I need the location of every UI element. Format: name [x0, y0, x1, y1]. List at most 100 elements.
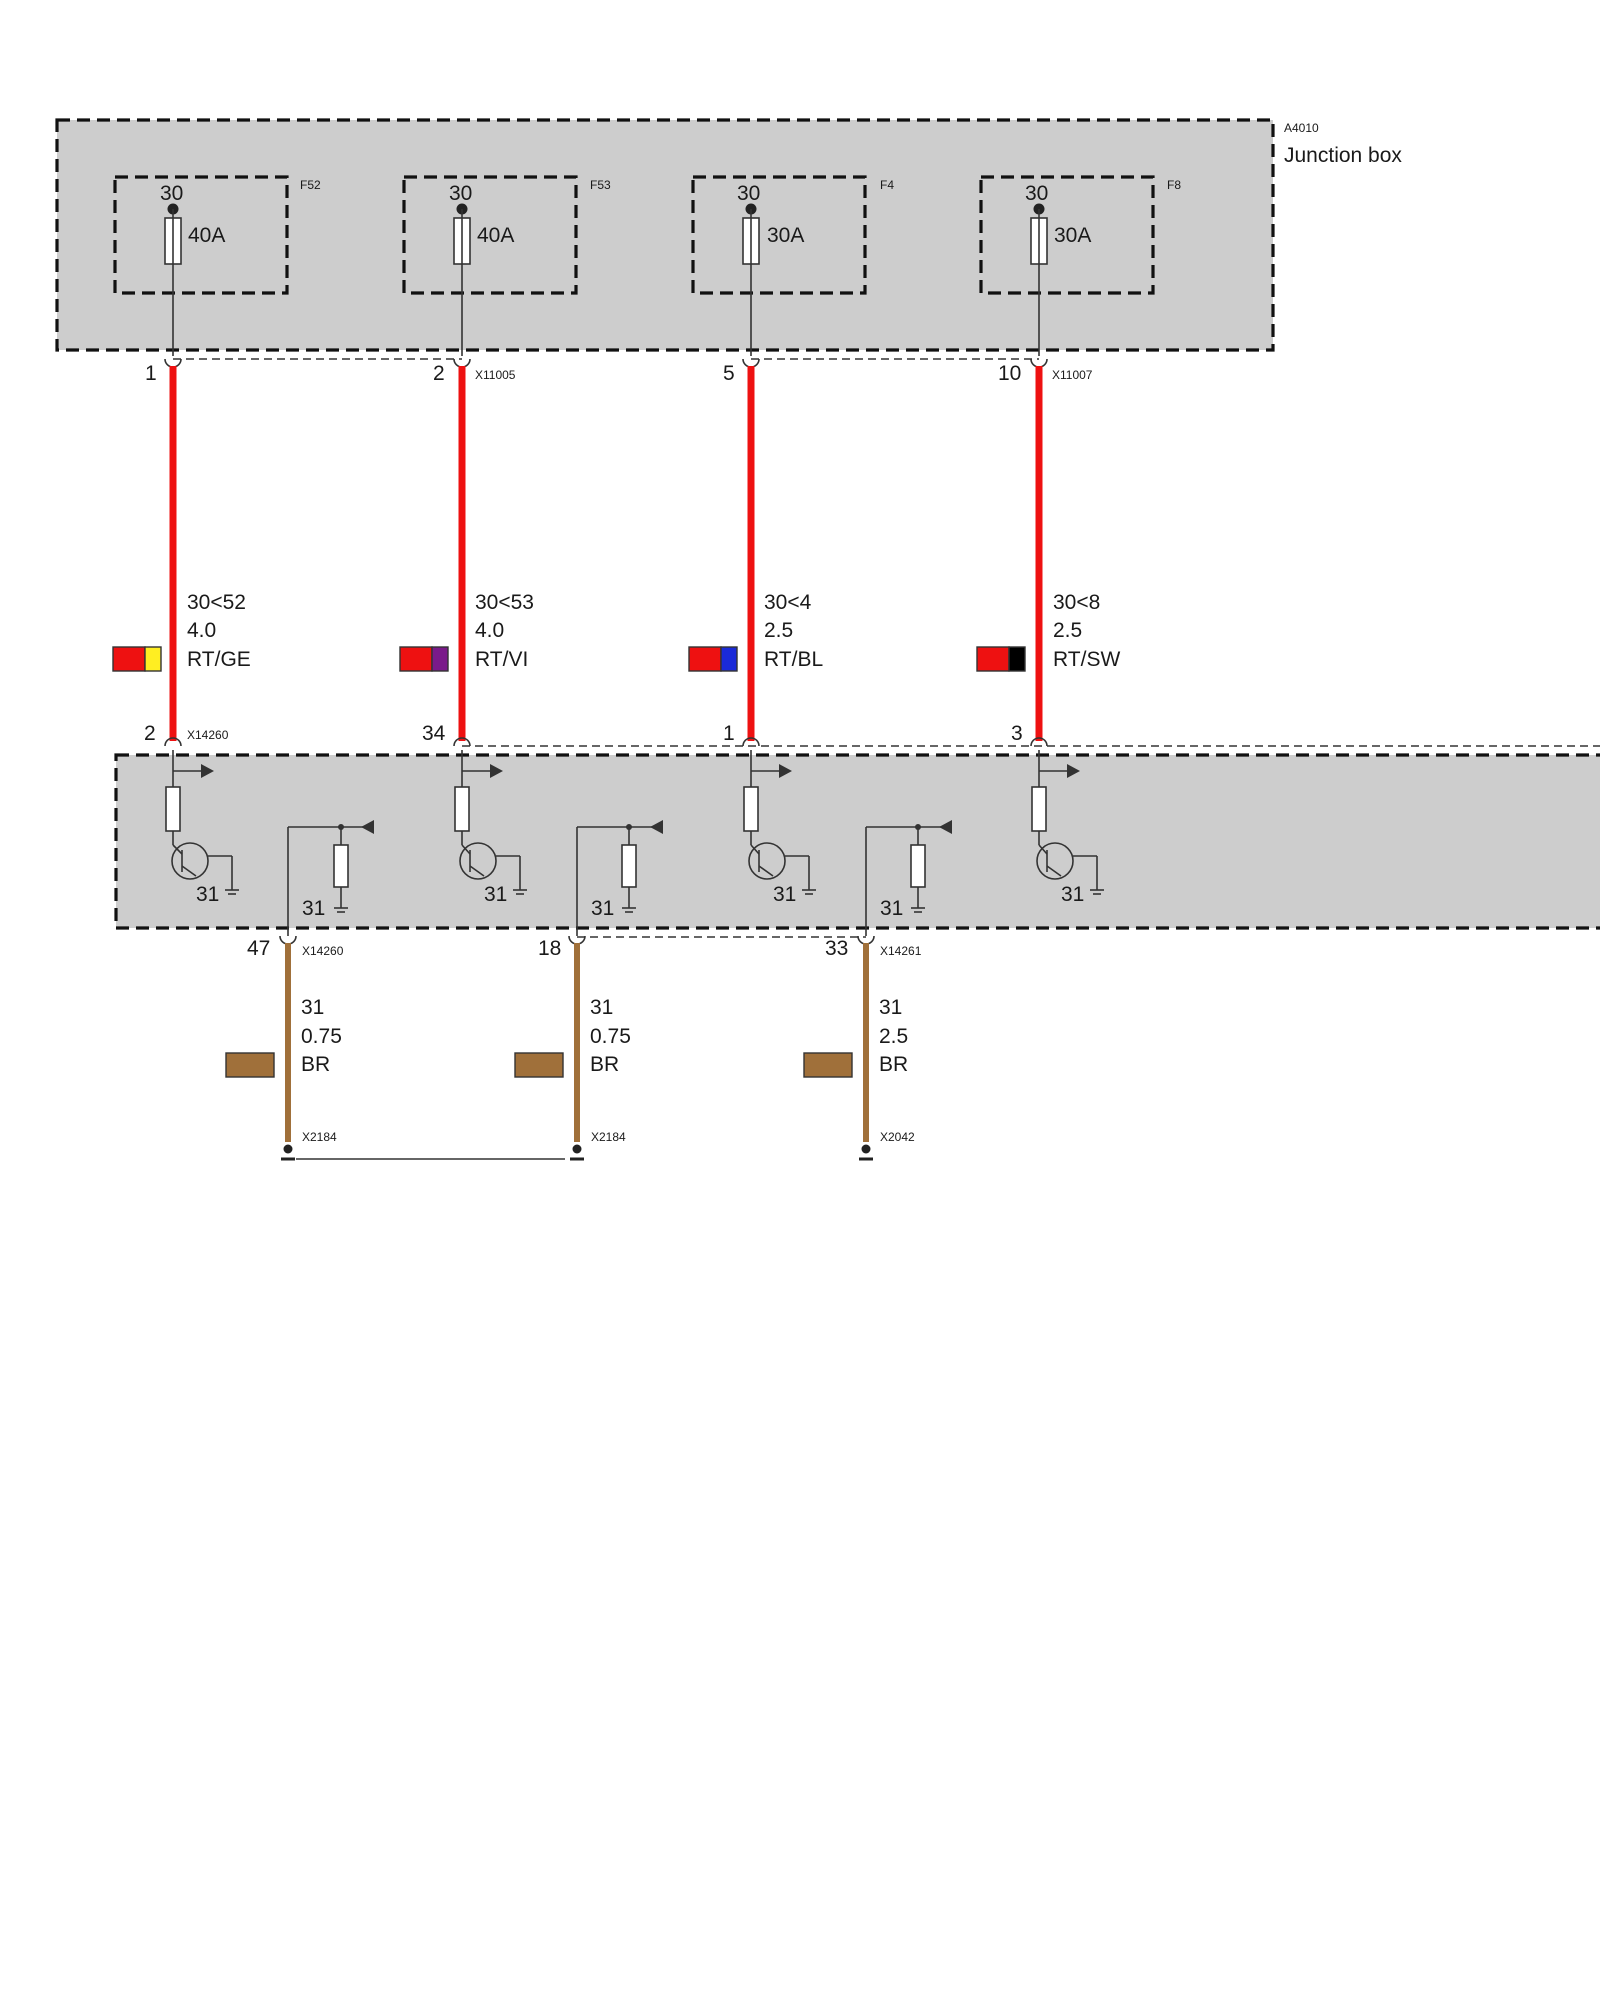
- wire-color-code: BR: [879, 1053, 908, 1076]
- pin-label: 1: [723, 722, 735, 745]
- fuse-rating: 30A: [767, 224, 804, 247]
- connector-label: X14261: [880, 944, 922, 958]
- fuse-id: F53: [590, 178, 611, 192]
- wire-signal: 30<8: [1053, 591, 1100, 614]
- output-arrow-icon: [779, 764, 792, 778]
- transistor-channel-3: 31: [743, 750, 816, 906]
- fuse-enclosure: [113, 175, 289, 295]
- ground-label: 31: [773, 883, 796, 906]
- ground-point-label: X2184: [302, 1130, 337, 1144]
- fuse-id: F8: [1167, 178, 1181, 192]
- wire-color-code: BR: [301, 1053, 330, 1076]
- fuse-f52: F52 30 40A: [113, 175, 321, 356]
- wire-color-code: RT/VI: [475, 648, 528, 671]
- transistor-icon: [1036, 842, 1074, 880]
- connector-label: X14260: [302, 944, 344, 958]
- wire-gauge: 2.5: [879, 1025, 908, 1048]
- pin-label: 33: [825, 937, 848, 960]
- wire-signal: 31: [879, 996, 902, 1019]
- fuse-rating: 40A: [188, 224, 225, 247]
- power-wire-4: 30<8 2.5 RT/SW: [976, 366, 1120, 741]
- connector-label: X14260: [187, 728, 229, 742]
- ground-sense-channel-1: 31: [287, 820, 374, 936]
- fuse-f4: F4 30 30A: [691, 175, 894, 356]
- ground-label: 31: [302, 897, 325, 920]
- wire-color-code: RT/BL: [764, 648, 823, 671]
- wire-signal: 30<52: [187, 591, 246, 614]
- resistor-icon: [621, 844, 637, 888]
- pin-label: 5: [723, 362, 735, 385]
- ground-label: 31: [880, 897, 903, 920]
- wire-signal: 31: [301, 996, 324, 1019]
- wire-color-swatch: [225, 1052, 275, 1078]
- fuse-rating: 40A: [477, 224, 514, 247]
- fuse-enclosure: [979, 175, 1155, 295]
- wire-signal: 30<53: [475, 591, 534, 614]
- pin-label: 2: [433, 362, 445, 385]
- pin-label: 34: [422, 722, 446, 745]
- wire-gauge: 2.5: [1053, 619, 1082, 642]
- wire-stripe-swatch: [720, 646, 738, 672]
- wire-gauge: 2.5: [764, 619, 793, 642]
- resistor-icon: [1031, 786, 1047, 832]
- fuse-terminal: 30: [737, 182, 760, 205]
- ground-terminal-icon: [572, 1144, 582, 1154]
- wire-gauge: 0.75: [301, 1025, 342, 1048]
- power-wire-3: 30<4 2.5 RT/BL: [688, 366, 823, 741]
- transistor-channel-1: 31: [165, 750, 239, 906]
- fuse-enclosure: [402, 175, 578, 295]
- wire-color-code: RT/SW: [1053, 648, 1120, 671]
- wire-color-swatch: [399, 646, 433, 672]
- wire-color-swatch: [803, 1052, 853, 1078]
- ground-sense-channel-3: 31: [865, 820, 952, 936]
- input-pin-hooks: [164, 737, 1048, 747]
- ground-wire-1: 31 0.75 BR X2184: [225, 943, 342, 1161]
- input-arrow-icon: [361, 820, 374, 834]
- resistor-icon: [333, 844, 349, 888]
- ground-wire-3: 31 2.5 BR X2042: [803, 943, 915, 1161]
- transistor-icon: [459, 842, 497, 880]
- fuse-f53: F53 30 40A: [402, 175, 611, 356]
- fuse-id: F52: [300, 178, 321, 192]
- output-arrow-icon: [490, 764, 503, 778]
- wire-stripe-swatch: [144, 646, 162, 672]
- pin-label: 18: [538, 937, 561, 960]
- ground-wire-2: 31 0.75 BR X2184: [514, 943, 631, 1161]
- fuse-terminal: 30: [449, 182, 472, 205]
- fuse-terminal: 30: [160, 182, 183, 205]
- ground-sense-channel-2: 31: [576, 820, 663, 936]
- pin-label: 3: [1011, 722, 1023, 745]
- wire-gauge: 4.0: [187, 619, 216, 642]
- transistor-icon: [171, 842, 209, 880]
- power-wire-1: 30<52 4.0 RT/GE: [112, 366, 251, 741]
- junction-box-title: Junction box: [1284, 144, 1402, 167]
- input-arrow-icon: [939, 820, 952, 834]
- top-pin-hooks: [164, 358, 1048, 368]
- junction-box-id: A4010: [1284, 121, 1319, 135]
- resistor-icon: [910, 844, 926, 888]
- connector-label: X11007: [1052, 368, 1093, 382]
- junction-box: A4010 Junction box F52 30 40A F53 30 40A: [55, 118, 1402, 356]
- wire-color-swatch: [688, 646, 722, 672]
- ground-terminal-icon: [861, 1144, 871, 1154]
- transistor-icon: [748, 842, 786, 880]
- wire-color-swatch: [112, 646, 146, 672]
- wire-signal: 31: [590, 996, 613, 1019]
- wire-gauge: 0.75: [590, 1025, 631, 1048]
- output-arrow-icon: [201, 764, 214, 778]
- ground-label: 31: [484, 883, 507, 906]
- module-outline: [114, 753, 1600, 930]
- wire-color-swatch: [514, 1052, 564, 1078]
- ground-label: 31: [196, 883, 219, 906]
- fuse-terminal: 30: [1025, 182, 1048, 205]
- ground-terminal-icon: [283, 1144, 293, 1154]
- junction-box-outline: [55, 118, 1275, 352]
- pin-label: 1: [145, 362, 157, 385]
- ground-label: 31: [1061, 883, 1084, 906]
- resistor-icon: [743, 786, 759, 832]
- input-arrow-icon: [650, 820, 663, 834]
- wire-color-swatch: [976, 646, 1010, 672]
- fuse-rating: 30A: [1054, 224, 1091, 247]
- connector-label: X11005: [475, 368, 516, 382]
